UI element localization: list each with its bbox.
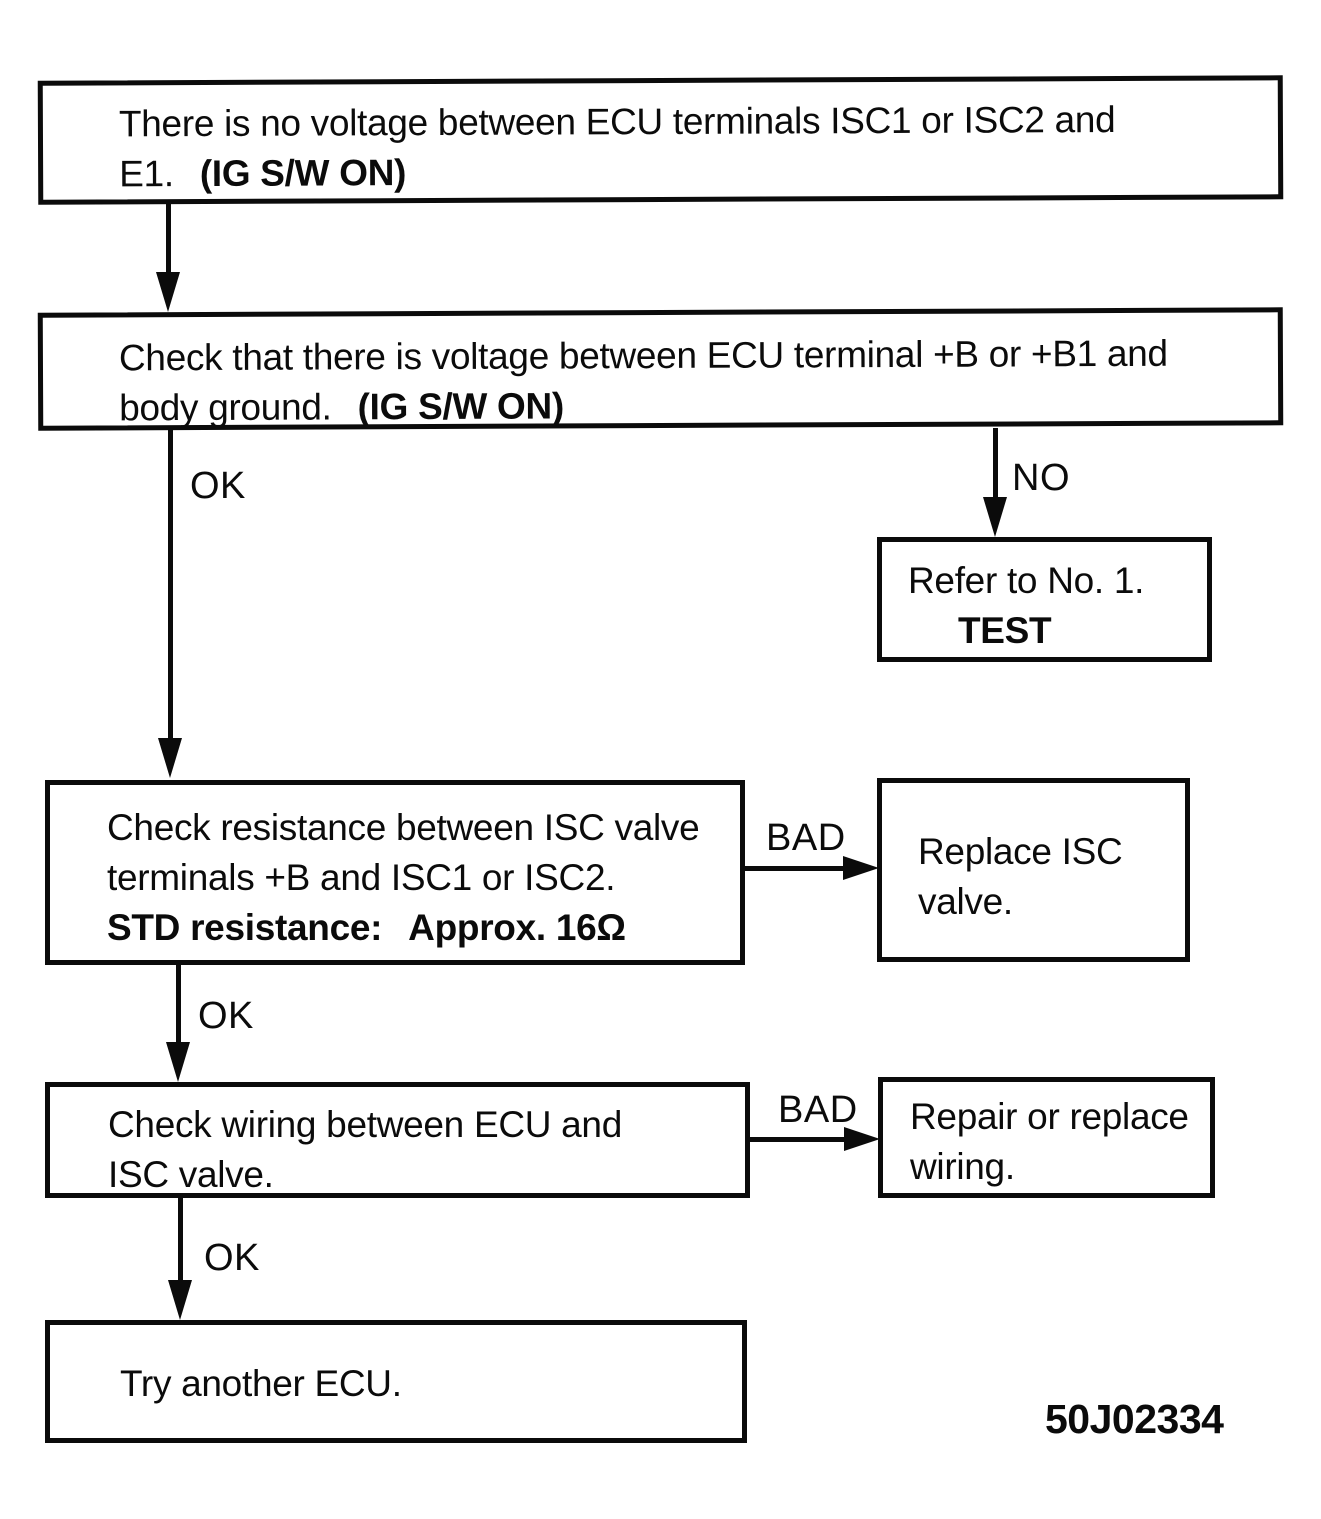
- edge-label-resistance-bad: BAD: [766, 817, 846, 859]
- node-text-line: TEST: [958, 610, 1052, 651]
- edge-label-resistance-ok: OK: [198, 995, 254, 1037]
- flow-node-start: There is no voltage between ECU terminal…: [37, 75, 1284, 205]
- node-text-line: Check wiring between ECU and: [108, 1104, 622, 1145]
- edge-label-voltage-ok: OK: [190, 465, 246, 507]
- arrowhead-right-icon: [843, 856, 879, 880]
- connector-voltage-no: [993, 428, 998, 500]
- node-text-line: Replace ISC: [918, 831, 1123, 872]
- arrowhead-down-icon: [168, 1280, 192, 1320]
- connector-start-to-checkvoltage: [166, 200, 171, 274]
- node-text-line: Repair or replace: [910, 1096, 1189, 1137]
- node-text-line: terminals +B and ISC1 or ISC2.: [107, 857, 616, 898]
- connector-wiring-ok: [178, 1196, 183, 1284]
- node-text-line: Check that there is voltage between ECU …: [118, 332, 1168, 379]
- arrowhead-down-icon: [158, 738, 182, 778]
- connector-resistance-bad: [745, 866, 847, 871]
- node-text-line: There is no voltage between ECU terminal…: [118, 99, 1116, 145]
- flow-node-check-wiring: Check wiring between ECU and ISC valve.: [45, 1082, 750, 1198]
- node-text-line: Try another ECU.: [120, 1363, 402, 1404]
- arrowhead-down-icon: [166, 1042, 190, 1082]
- flow-node-check-voltage: Check that there is voltage between ECU …: [37, 307, 1284, 431]
- connector-wiring-bad: [750, 1137, 848, 1142]
- arrowhead-down-icon: [983, 497, 1007, 537]
- connector-resistance-ok: [176, 963, 181, 1046]
- edge-label-wiring-bad: BAD: [778, 1089, 858, 1131]
- edge-label-wiring-ok: OK: [204, 1237, 260, 1279]
- node-text-line: wiring.: [910, 1146, 1015, 1187]
- node-text-line: Check resistance between ISC valve: [107, 807, 700, 848]
- flow-node-check-resistance: Check resistance between ISC valve termi…: [45, 780, 745, 965]
- flow-node-replace-valve: Replace ISC valve.: [877, 778, 1190, 962]
- node-text-line: E1.(IG S/W ON): [119, 152, 407, 195]
- flow-node-try-another-ecu: Try another ECU.: [45, 1320, 747, 1443]
- connector-voltage-ok: [168, 428, 173, 740]
- node-text-line: Refer to No. 1.: [908, 560, 1145, 601]
- arrowhead-down-icon: [156, 272, 180, 312]
- node-text-line: body ground.(IG S/W ON): [119, 385, 564, 429]
- arrowhead-right-icon: [844, 1127, 880, 1151]
- node-text-line: ISC valve.: [108, 1154, 274, 1195]
- figure-code: 50J02334: [1045, 1396, 1224, 1442]
- node-text-line: STD resistance:Approx. 16Ω: [107, 907, 626, 948]
- node-text-line: valve.: [918, 881, 1013, 922]
- flow-node-refer-test: Refer to No. 1. TEST: [877, 537, 1212, 662]
- flow-node-repair-wiring: Repair or replace wiring.: [878, 1077, 1215, 1198]
- edge-label-voltage-no: NO: [1012, 457, 1070, 499]
